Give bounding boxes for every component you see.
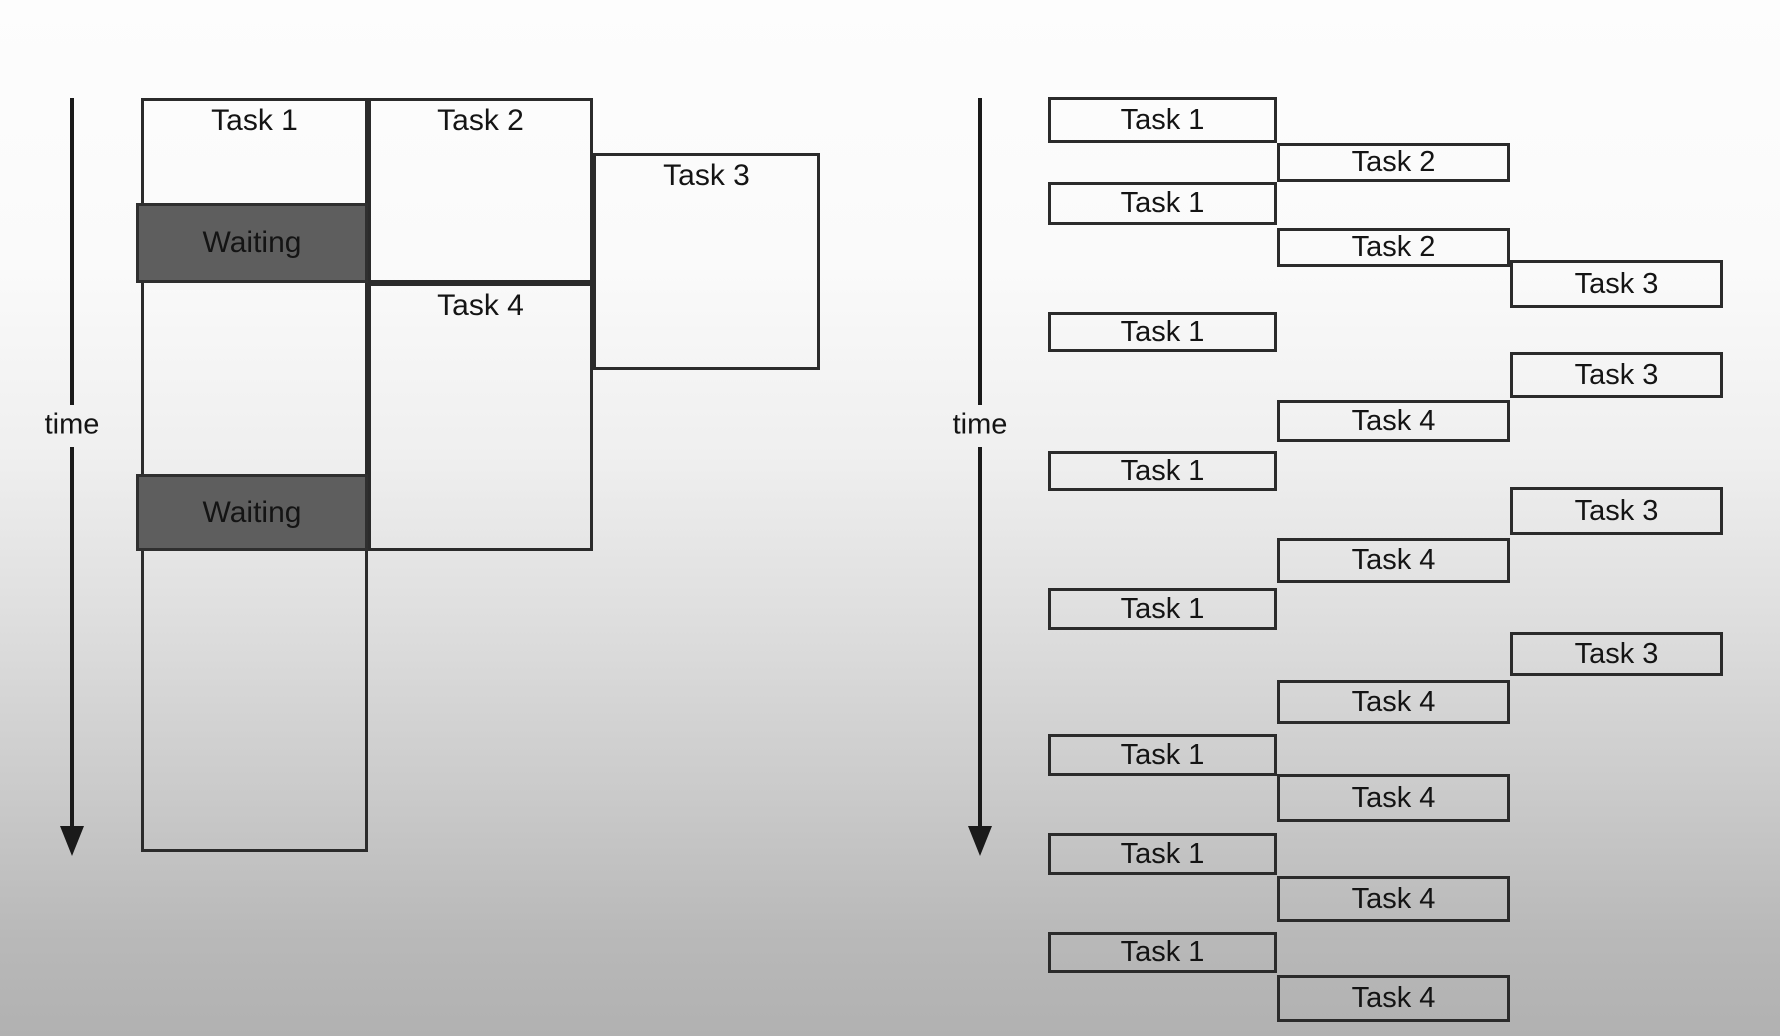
right-time-axis-label: time <box>952 408 1008 441</box>
task2-box-label: Task 2 <box>437 104 524 137</box>
time-slice-bar-task-3: Task 3 <box>1510 487 1723 535</box>
right-time-axis-line-upper <box>978 98 982 405</box>
task4-box: Task 4 <box>368 283 593 551</box>
left-time-axis-arrowhead-icon <box>60 826 84 856</box>
task3-box-label: Task 3 <box>663 159 750 192</box>
time-slice-bar-task-1: Task 1 <box>1048 734 1277 776</box>
time-slice-bar-label: Task 2 <box>1351 231 1436 263</box>
waiting-box-2: Waiting <box>136 474 368 551</box>
time-slice-bar-label: Task 2 <box>1351 146 1436 178</box>
time-slice-bar-task-1: Task 1 <box>1048 833 1277 875</box>
right-time-axis-line-lower <box>978 447 982 826</box>
left-time-axis-label: time <box>44 408 100 441</box>
time-slice-bar-task-3: Task 3 <box>1510 260 1723 308</box>
time-slice-bar-label: Task 1 <box>1120 315 1205 348</box>
time-slice-bar-task-2: Task 2 <box>1277 143 1510 182</box>
time-slice-bar-task-1: Task 1 <box>1048 97 1277 143</box>
time-slice-bar-label: Task 4 <box>1351 544 1436 576</box>
waiting-box-2-label: Waiting <box>202 495 302 529</box>
time-slice-bar-task-4: Task 4 <box>1277 538 1510 583</box>
time-slice-bar-label: Task 4 <box>1351 781 1436 814</box>
task1-column-label: Task 1 <box>211 104 298 137</box>
time-slice-bar-task-4: Task 4 <box>1277 400 1510 442</box>
time-slice-bar-task-1: Task 1 <box>1048 451 1277 491</box>
time-slice-bar-task-4: Task 4 <box>1277 975 1510 1022</box>
time-slice-bar-label: Task 4 <box>1351 404 1436 437</box>
time-slice-bar-label: Task 1 <box>1120 936 1205 968</box>
time-slice-bar-task-1: Task 1 <box>1048 932 1277 973</box>
time-slice-bar-label: Task 1 <box>1120 837 1205 870</box>
waiting-box-1: Waiting <box>136 203 368 283</box>
right-time-axis-arrowhead-icon <box>968 826 992 856</box>
time-slice-bar-task-1: Task 1 <box>1048 182 1277 225</box>
time-slice-bar-label: Task 3 <box>1574 494 1659 527</box>
time-slice-bar-label: Task 4 <box>1351 982 1436 1014</box>
time-slice-bar-task-1: Task 1 <box>1048 312 1277 352</box>
task3-box: Task 3 <box>593 153 820 370</box>
time-slice-bar-task-1: Task 1 <box>1048 588 1277 630</box>
time-slice-bar-label: Task 4 <box>1351 685 1436 718</box>
time-slice-bar-label: Task 1 <box>1120 592 1205 625</box>
time-slice-bar-task-4: Task 4 <box>1277 876 1510 922</box>
time-slice-bar-label: Task 1 <box>1120 738 1205 771</box>
time-slice-bar-label: Task 3 <box>1574 637 1659 670</box>
time-slice-bar-task-3: Task 3 <box>1510 632 1723 676</box>
time-slice-bar-task-2: Task 2 <box>1277 228 1510 267</box>
time-slice-bar-task-3: Task 3 <box>1510 352 1723 398</box>
time-slice-bar-label: Task 3 <box>1574 358 1659 391</box>
time-slice-bar-task-4: Task 4 <box>1277 774 1510 822</box>
left-time-axis-line-upper <box>70 98 74 405</box>
time-slice-bar-label: Task 1 <box>1120 103 1205 136</box>
waiting-box-1-label: Waiting <box>202 226 302 259</box>
time-slice-bar-task-4: Task 4 <box>1277 680 1510 724</box>
time-slice-bar-label: Task 1 <box>1120 187 1205 219</box>
task2-box: Task 2 <box>368 98 593 283</box>
task4-box-label: Task 4 <box>437 289 524 322</box>
time-slice-bar-label: Task 4 <box>1351 882 1436 915</box>
time-slice-bar-label: Task 3 <box>1574 267 1659 300</box>
left-time-axis-line-lower <box>70 447 74 826</box>
time-slice-bar-label: Task 1 <box>1120 454 1205 487</box>
